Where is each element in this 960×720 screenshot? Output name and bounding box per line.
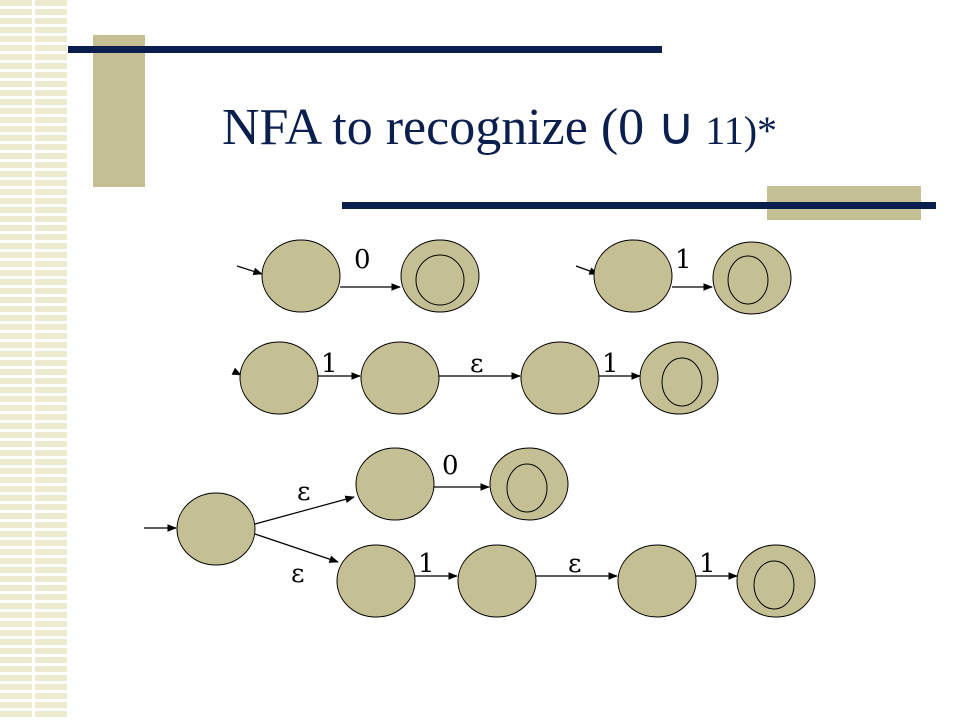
accept-state	[400, 239, 480, 313]
upper-accept-ring	[506, 463, 548, 513]
epsilon-label-lower: ε	[291, 559, 304, 589]
slide-title: NFA to recognize (0 ∪ 11)*	[222, 88, 922, 168]
lower-accept-ring	[753, 560, 795, 610]
nfa-one: 1	[575, 239, 792, 315]
lower-label-2: ε	[568, 549, 581, 579]
union-symbol: ∪	[657, 99, 696, 156]
lower-label-1: 1	[418, 549, 435, 579]
lower-state-2	[457, 544, 537, 618]
lower-accept-state	[736, 544, 816, 618]
accept-ring	[415, 254, 465, 306]
accept-ring	[661, 357, 703, 407]
start-state	[176, 492, 256, 566]
start-state	[593, 239, 673, 313]
top-left-accent-block	[93, 35, 145, 187]
title-main: NFA to recognize (0	[222, 99, 658, 156]
transition-label: 1	[675, 245, 692, 275]
label-2: ε	[470, 349, 483, 379]
nfa-concat: 1 ε 1	[231, 341, 719, 415]
accept-ring	[727, 255, 769, 305]
state-1	[239, 341, 319, 415]
transition-label: 0	[354, 245, 371, 275]
state-3	[520, 341, 600, 415]
top-accent-bar	[68, 46, 662, 53]
start-arrow	[236, 265, 263, 276]
title-tail: 11)*	[695, 108, 778, 153]
upper-accept-state	[489, 447, 569, 521]
lower-state-1	[336, 544, 416, 618]
lower-state-3	[617, 544, 697, 618]
epsilon-label-upper: ε	[297, 477, 310, 507]
nfa-zero: 0	[236, 239, 480, 313]
title-underline-bar	[342, 202, 936, 209]
epsilon-arrow-lower	[254, 533, 339, 563]
start-state	[261, 239, 341, 313]
label-1: 1	[321, 349, 338, 379]
nfa-star: ε ε 0 1 ε 1	[144, 447, 816, 618]
left-stripe-decoration	[0, 0, 68, 720]
epsilon-arrow-upper	[254, 495, 355, 525]
state-2	[360, 341, 440, 415]
lower-label-3: 1	[699, 549, 716, 579]
upper-state-1	[355, 447, 435, 521]
label-3: 1	[602, 349, 619, 379]
accept-state	[639, 341, 719, 415]
upper-transition-label: 0	[442, 451, 459, 481]
